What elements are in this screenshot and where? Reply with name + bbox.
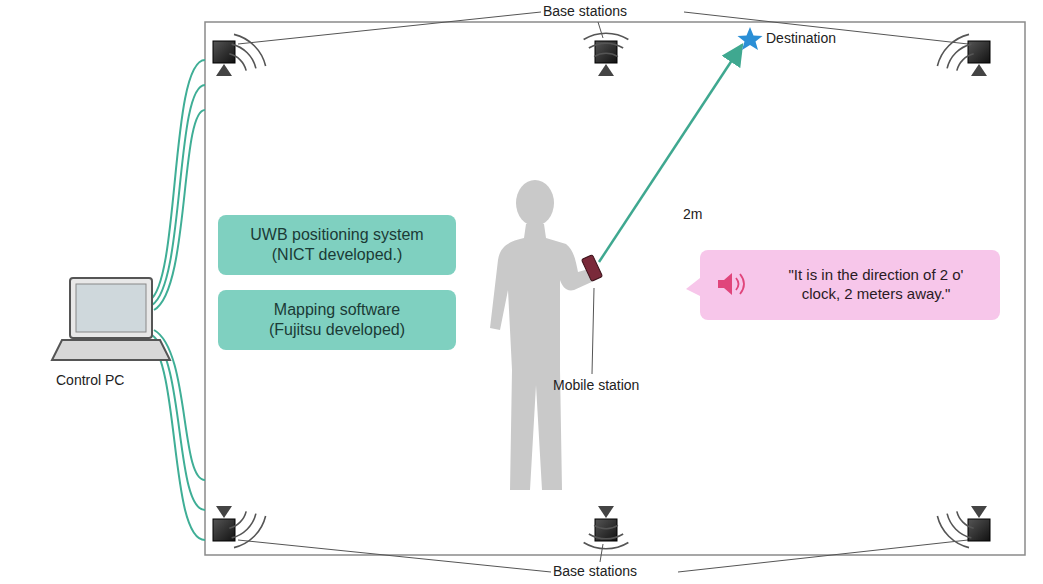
base-station <box>583 506 629 550</box>
speech-callout: "It is in the direction of 2 o' clock, 2… <box>700 250 1000 320</box>
base-stations-label: Base stations <box>543 3 627 20</box>
box-text: Mapping software (Fujitsu developed) <box>249 300 425 340</box>
distance-label: 2m <box>683 206 702 223</box>
box-text: UWB positioning system (NICT developed.) <box>249 225 425 265</box>
person-silhouette <box>490 180 596 490</box>
base-station <box>583 32 629 76</box>
cables <box>150 60 205 540</box>
box-text: "It is in the direction of 2 o' clock, 2… <box>776 266 976 304</box>
mobile-station-device <box>581 255 602 282</box>
mobile-station-label: Mobile station <box>553 377 639 394</box>
base-stations-label: Base stations <box>553 563 637 580</box>
callout-tail <box>686 278 700 296</box>
speaker-icon <box>718 273 744 295</box>
direction-arrow <box>599 45 742 262</box>
destination-label: Destination <box>766 30 836 47</box>
base-station <box>937 506 990 548</box>
room-frame <box>205 22 1025 555</box>
base-station <box>213 506 266 548</box>
system-box: UWB positioning system (NICT developed.) <box>218 215 456 275</box>
laptop <box>52 278 170 360</box>
control-pc-label: Control PC <box>56 372 124 389</box>
software-box: Mapping software (Fujitsu developed) <box>218 290 456 350</box>
base-station <box>213 34 266 76</box>
destination-star <box>738 27 763 50</box>
base-station <box>937 34 990 76</box>
